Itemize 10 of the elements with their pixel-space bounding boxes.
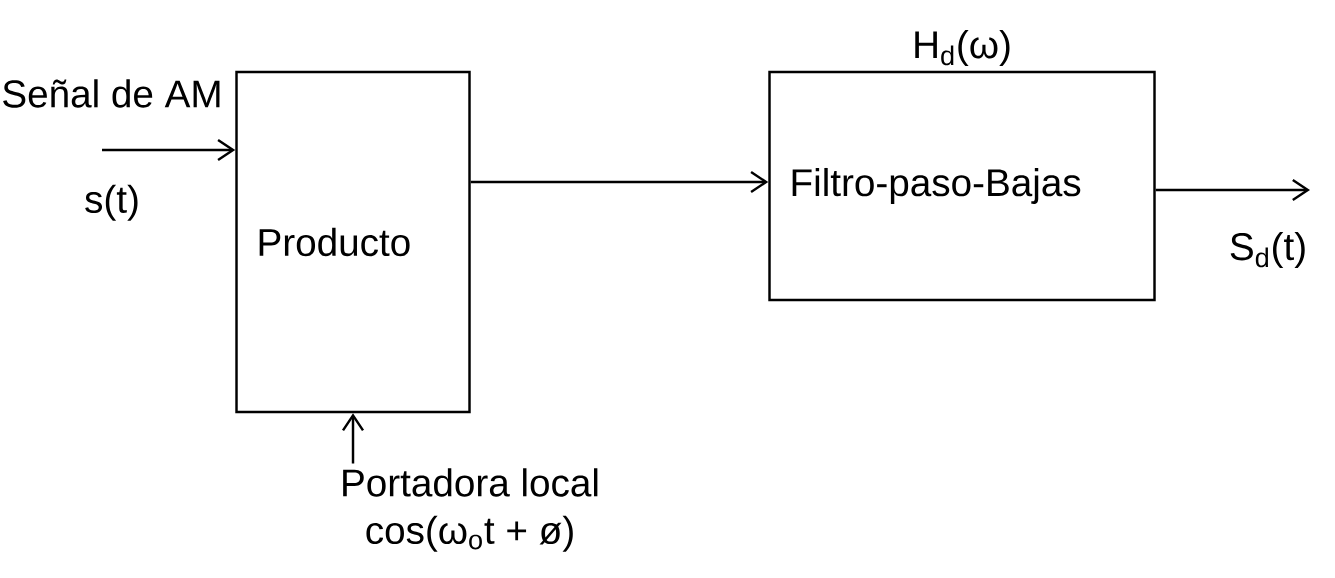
arrow: [102, 138, 236, 161]
arrow: [1155, 178, 1310, 201]
signal-label: Señal de AM s(t): [3, 79, 220, 221]
process-box: Filtro-paso-Bajas: [768, 70, 1156, 302]
arrow: [470, 170, 769, 193]
output-signal-label: S$_{d}$(t): [1230, 231, 1305, 268]
transfer-function-label: H$_{d}$(ω): [915, 30, 1010, 66]
process-box: Producto: [235, 70, 471, 414]
signal-label: Portadora local cos(ω$_{o}$t + ø): [343, 468, 598, 552]
arrow: [342, 413, 365, 464]
